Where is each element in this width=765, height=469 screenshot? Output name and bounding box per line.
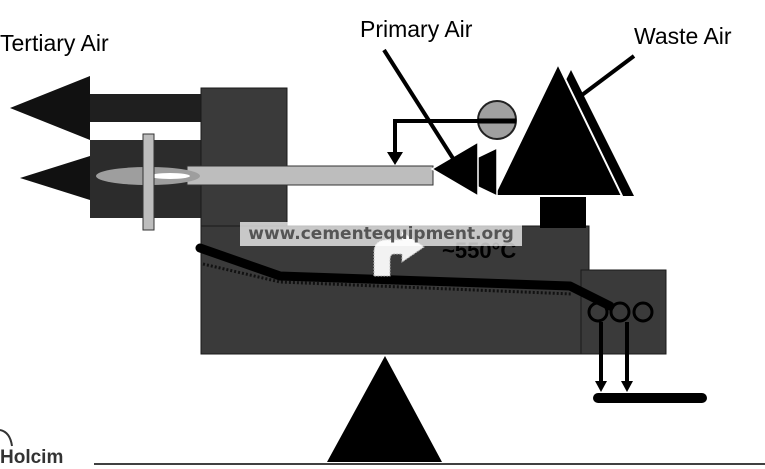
- holcim-logo: Holcim: [0, 447, 64, 468]
- waste-air-arrow-front: [492, 61, 624, 197]
- crusher-roller-1: [587, 301, 609, 323]
- waste-air-label: Waste Air: [634, 23, 732, 49]
- kiln-hood: [200, 87, 288, 227]
- discharge-arrowhead-2: [621, 381, 633, 392]
- crusher-roller-3: [632, 301, 654, 323]
- flame-core: [150, 173, 190, 179]
- watermark: www.cementequipment.org: [240, 222, 522, 246]
- primary-air-pipe-arrowhead: [387, 152, 403, 165]
- secondary-air-arrow: [20, 156, 90, 200]
- tertiary-air-duct: [90, 94, 202, 122]
- primary-air-leader: [382, 48, 456, 162]
- primary-air-pipe: [393, 119, 480, 154]
- burner-lance: [186, 165, 434, 186]
- discharge-arrowhead-1: [595, 381, 607, 392]
- crusher-roller-2: [609, 301, 631, 323]
- tertiary-air-arrow: [10, 76, 90, 140]
- grate-line: [202, 262, 573, 296]
- tertiary-air-label: Tertiary Air: [0, 30, 109, 56]
- burner-plate: [142, 133, 155, 231]
- clinker-bed: [195, 243, 615, 311]
- holcim-logo-mark: [0, 429, 13, 447]
- waste-air-leader: [576, 54, 636, 100]
- primary-air-label: Primary Air: [360, 16, 473, 42]
- cooling-air-inlet-arrow: [327, 356, 442, 462]
- primary-air-arrow-front: [430, 140, 479, 198]
